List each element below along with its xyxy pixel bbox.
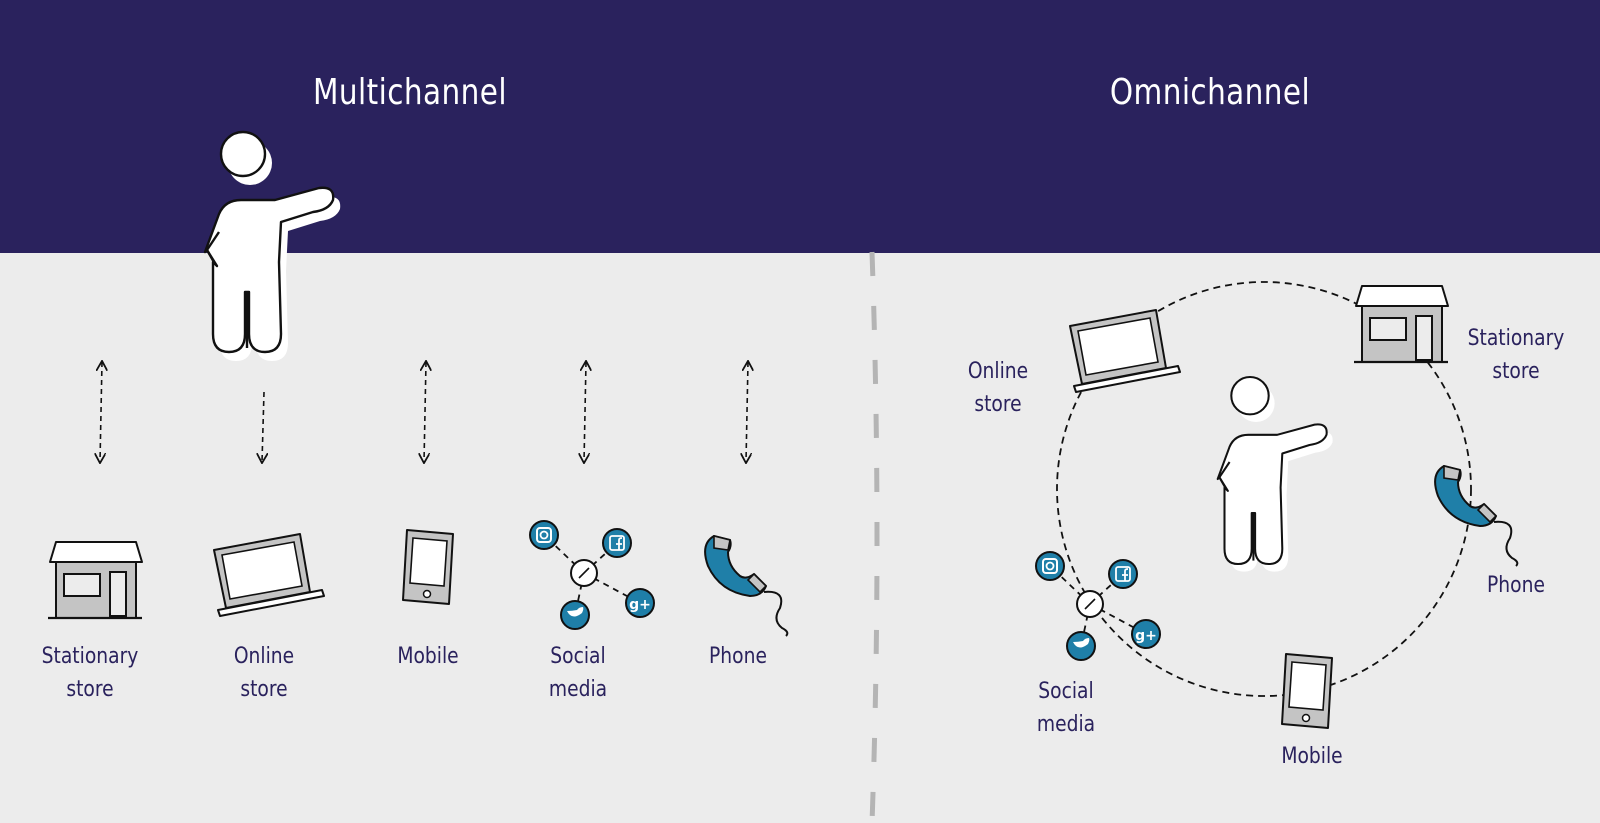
label-stationary-store: Stationary store	[41, 644, 139, 702]
laptop-icon	[213, 533, 325, 617]
multichannel-arrows	[100, 362, 748, 462]
label-phone: Phone	[709, 644, 767, 669]
arrow-phone	[746, 362, 748, 462]
social-network-icon	[529, 520, 655, 630]
tablet-icon	[1281, 653, 1333, 729]
section-divider	[869, 251, 880, 823]
arrow-mobile	[424, 362, 426, 462]
tablet-icon	[402, 529, 454, 605]
channel-loop	[1056, 281, 1472, 697]
store-icon	[46, 540, 144, 620]
label-mobile: Mobile	[1281, 744, 1343, 769]
phone-icon	[704, 535, 789, 637]
arrow-social	[584, 362, 586, 462]
label-social-media: Social media	[548, 644, 608, 702]
label-mobile: Mobile	[397, 644, 459, 669]
customer-figure-omnichannel	[1216, 375, 1334, 573]
label-social-media: Social media	[1036, 679, 1096, 737]
customer-figure-multichannel	[203, 130, 342, 363]
arrow-stationary	[100, 362, 102, 462]
social-network-icon	[1035, 551, 1161, 661]
label-phone: Phone	[1487, 573, 1545, 598]
label-stationary-store: Stationary store	[1467, 326, 1565, 384]
laptop-icon	[1069, 309, 1181, 393]
phone-icon	[1434, 465, 1519, 567]
arrow-online	[262, 391, 264, 462]
label-online-store: Online store	[233, 644, 295, 702]
multichannel-title: Multichannel	[313, 72, 507, 113]
omnichannel-title: Omnichannel	[1109, 72, 1311, 113]
store-icon	[1352, 284, 1450, 364]
label-online-store: Online store	[967, 359, 1029, 417]
